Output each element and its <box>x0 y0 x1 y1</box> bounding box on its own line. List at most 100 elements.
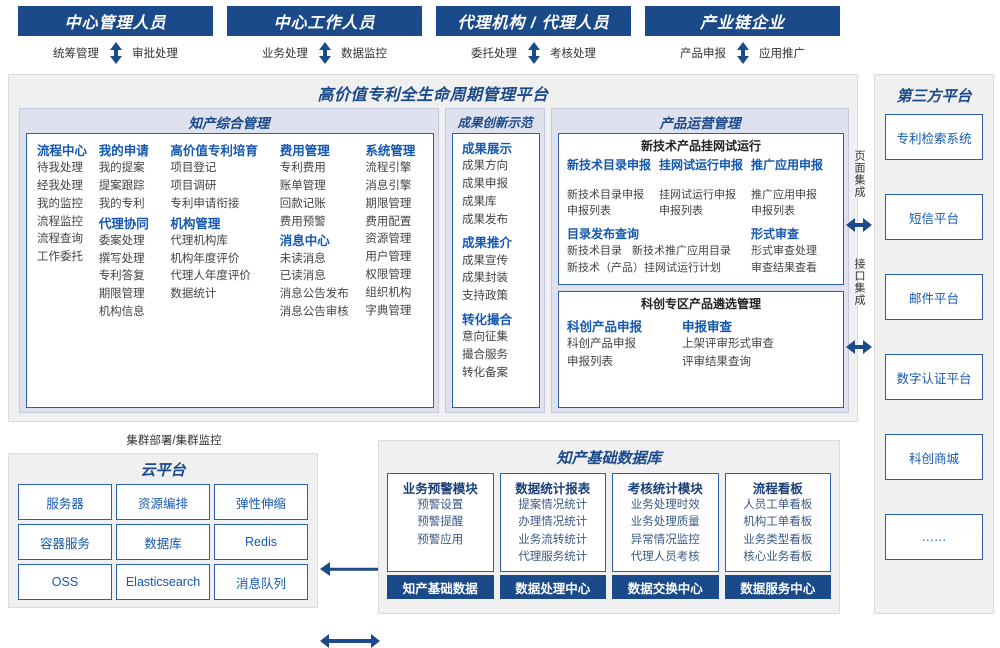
third-party-item-4[interactable]: 科创商城 <box>885 434 983 480</box>
third-party-item-2[interactable]: 邮件平台 <box>885 274 983 320</box>
ip-item-4-7[interactable]: 组织机构 <box>365 286 412 299</box>
po1-row2-right-item-0[interactable]: 形式审查处理 <box>751 245 817 258</box>
cloud-cell-5[interactable]: Redis <box>214 524 308 560</box>
po1-item-0-1[interactable]: 申报列表 <box>567 204 611 217</box>
ip-item-2-1[interactable]: 项目调研 <box>170 179 217 192</box>
db-item-0-0[interactable]: 预警设置 <box>417 499 464 511</box>
po1-item-1-0[interactable]: 挂网试运行申报 <box>659 189 736 201</box>
ip-item-3-3[interactable]: 费用预警 <box>279 215 326 228</box>
ip-item2-2-3[interactable]: 数据统计 <box>170 288 217 301</box>
db-foot-0[interactable]: 知产基础数据 <box>387 575 494 599</box>
ip-item-4-4[interactable]: 资源管理 <box>365 233 412 246</box>
ach-item-2-2[interactable]: 转化备案 <box>462 366 508 379</box>
db-item-1-2[interactable]: 业务流转统计 <box>518 533 588 546</box>
po1-item-2-0[interactable]: 推广应用申报 <box>751 189 817 201</box>
ip-item-4-0[interactable]: 流程引擎 <box>365 162 412 175</box>
po2-item-0-0[interactable]: 科创产品申报 <box>567 338 636 351</box>
ip-item-0-1[interactable]: 经我处理 <box>37 179 83 192</box>
cloud-cell-4[interactable]: 数据库 <box>116 524 210 560</box>
ip-item-4-2[interactable]: 期限管理 <box>365 197 412 210</box>
ip-item-2-2[interactable]: 专利申请衔接 <box>170 197 240 210</box>
db-item-3-3[interactable]: 核心业务看板 <box>743 550 813 563</box>
ip-item2-2-0[interactable]: 代理机构库 <box>170 234 228 247</box>
cloud-cell-8[interactable]: 消息队列 <box>214 564 308 600</box>
ach-item-2-0[interactable]: 意向征集 <box>462 331 508 344</box>
ip-item-3-1[interactable]: 账单管理 <box>279 179 326 192</box>
ip-item-0-2[interactable]: 我的监控 <box>37 197 83 210</box>
ip-item2-1-1[interactable]: 撰写处理 <box>98 252 145 265</box>
db-col-head-1: 数据统计报表 <box>515 482 591 496</box>
db-item-3-1[interactable]: 机构工单看板 <box>743 516 813 529</box>
po1-row2-right-item-1[interactable]: 审查结果查看 <box>751 262 817 275</box>
db-item-1-0[interactable]: 提案情况统计 <box>518 499 588 511</box>
db-item-2-1[interactable]: 业务处理质量 <box>630 516 700 529</box>
cloud-cell-2[interactable]: 弹性伸缩 <box>214 484 308 520</box>
db-item-1-3[interactable]: 代理服务统计 <box>518 550 588 563</box>
po1-item-1-1[interactable]: 申报列表 <box>659 204 703 217</box>
ip-item-1-0[interactable]: 我的提案 <box>98 162 145 175</box>
po2-head-0: 科创产品申报 <box>567 320 643 334</box>
po1-row2-left-item-2[interactable]: 新技术（产品）挂网试运行计划 <box>567 262 721 275</box>
ip-item2-3-1[interactable]: 已读消息 <box>279 270 326 283</box>
db-item-2-2[interactable]: 异常情况监控 <box>630 533 700 546</box>
ach-item-0-2[interactable]: 成果库 <box>462 195 497 208</box>
po1-item-0-0[interactable]: 新技术目录申报 <box>567 189 644 201</box>
ip-item2-1-4[interactable]: 机构信息 <box>98 305 145 318</box>
ip-item-0-3[interactable]: 流程监控 <box>37 215 83 228</box>
po2-item-0-1[interactable]: 申报列表 <box>567 355 613 368</box>
cloud-cell-3[interactable]: 容器服务 <box>18 524 112 560</box>
third-party-item-0[interactable]: 专利检索系统 <box>885 114 983 160</box>
ip-item2-3-3[interactable]: 消息公告审核 <box>279 305 349 318</box>
ip-item2-3-2[interactable]: 消息公告发布 <box>279 288 349 301</box>
ach-item-2-1[interactable]: 撮合服务 <box>462 348 508 361</box>
db-item-3-2[interactable]: 业务类型看板 <box>743 533 813 546</box>
po1-item-2-1[interactable]: 申报列表 <box>751 204 795 217</box>
ip-item2-2-1[interactable]: 机构年度评价 <box>170 252 240 265</box>
ip-item2-1-0[interactable]: 委案处理 <box>98 234 145 247</box>
ip-item2-3-0[interactable]: 未读消息 <box>279 252 326 265</box>
ip-item-4-5[interactable]: 用户管理 <box>365 251 412 264</box>
ip-item-0-4[interactable]: 流程查询 <box>37 233 83 246</box>
ip-item-4-3[interactable]: 费用配置 <box>365 215 412 228</box>
ach-item-1-0[interactable]: 成果宣传 <box>462 254 508 267</box>
db-item-0-2[interactable]: 预警应用 <box>417 533 464 546</box>
db-column-1: 数据统计报表提案情况统计办理情况统计业务流转统计代理服务统计数据处理中心 <box>499 473 606 599</box>
db-item-2-3[interactable]: 代理人员考核 <box>630 550 700 563</box>
ip-item-4-1[interactable]: 消息引擎 <box>365 179 412 192</box>
ip-item2-1-3[interactable]: 期限管理 <box>98 288 145 301</box>
db-foot-1[interactable]: 数据处理中心 <box>499 575 606 599</box>
ip-item-1-2[interactable]: 我的专利 <box>98 197 145 210</box>
ip-item-3-2[interactable]: 回款记账 <box>279 197 326 210</box>
po1-row2-left-item-1[interactable]: 新技术推广应用目录 <box>632 245 731 258</box>
cloud-cell-1[interactable]: 资源编排 <box>116 484 210 520</box>
third-party-item-3[interactable]: 数字认证平台 <box>885 354 983 400</box>
po2-item-1-1[interactable]: 评审结果查询 <box>682 355 751 368</box>
po2-item-1-0[interactable]: 上架评审形式审查 <box>682 338 774 351</box>
db-item-0-1[interactable]: 预警提醒 <box>417 516 464 529</box>
ip-item-4-8[interactable]: 字典管理 <box>365 304 412 317</box>
ach-item-0-1[interactable]: 成果申报 <box>462 177 508 190</box>
ip-item-4-6[interactable]: 权限管理 <box>365 269 412 281</box>
ip-item2-1-2[interactable]: 专利答复 <box>98 270 145 283</box>
ip-item-2-0[interactable]: 项目登记 <box>170 162 217 175</box>
ip-item2-2-2[interactable]: 代理人年度评价 <box>170 270 251 283</box>
third-party-item-1[interactable]: 短信平台 <box>885 194 983 240</box>
cloud-cell-0[interactable]: 服务器 <box>18 484 112 520</box>
db-foot-2[interactable]: 数据交换中心 <box>612 575 719 599</box>
cloud-cell-7[interactable]: Elasticsearch <box>116 564 210 600</box>
ip-item-0-5[interactable]: 工作委托 <box>37 251 83 264</box>
db-foot-3[interactable]: 数据服务中心 <box>724 575 831 599</box>
db-item-2-0[interactable]: 业务处理时效 <box>630 499 700 511</box>
ip-item-0-0[interactable]: 待我处理 <box>37 162 83 175</box>
ach-item-0-0[interactable]: 成果方向 <box>462 160 508 173</box>
po1-row2-left-item-0[interactable]: 新技术目录 <box>567 245 622 258</box>
ip-item-3-0[interactable]: 专利费用 <box>279 162 326 175</box>
cloud-cell-6[interactable]: OSS <box>18 564 112 600</box>
ach-item-0-3[interactable]: 成果发布 <box>462 213 508 226</box>
db-item-3-0[interactable]: 人员工单看板 <box>743 499 813 511</box>
ach-item-1-1[interactable]: 成果封装 <box>462 272 508 285</box>
ip-item-1-1[interactable]: 提案跟踪 <box>98 179 145 192</box>
third-party-item-5[interactable]: …… <box>885 514 983 560</box>
ach-item-1-2[interactable]: 支持政策 <box>462 290 508 303</box>
db-item-1-1[interactable]: 办理情况统计 <box>518 516 588 529</box>
